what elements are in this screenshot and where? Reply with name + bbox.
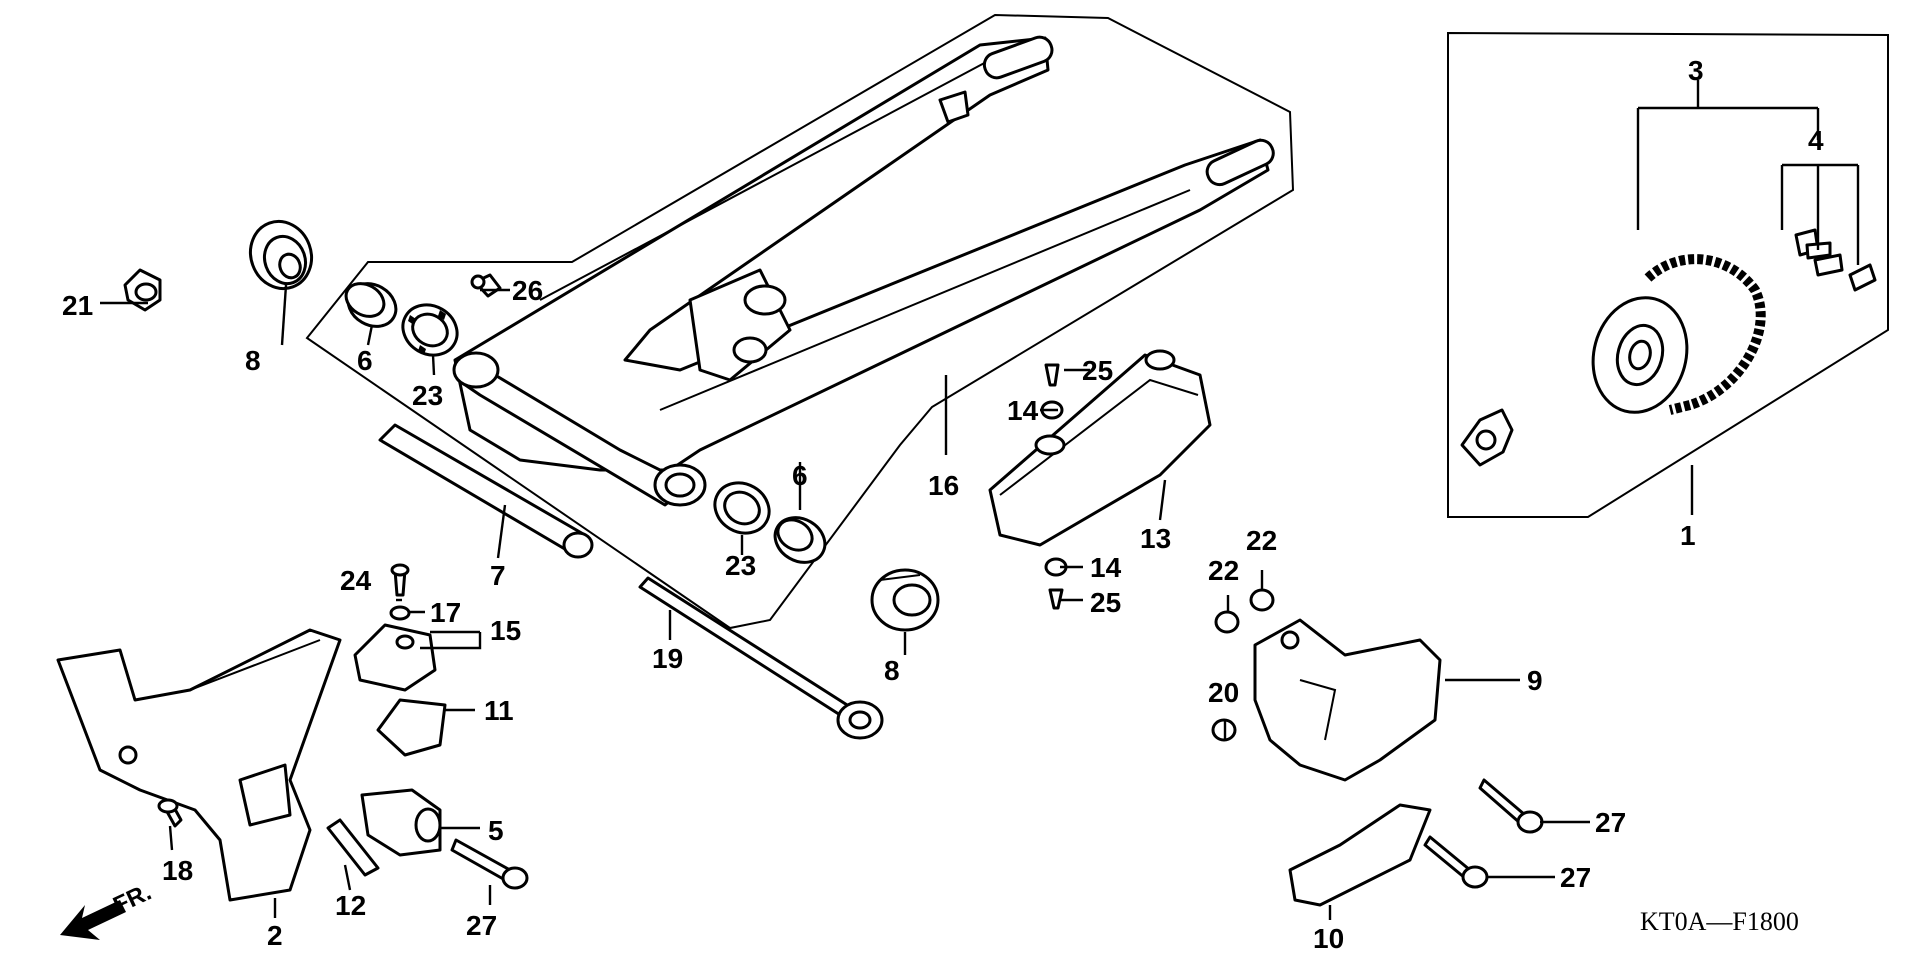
callout-12: 12 (335, 890, 366, 921)
swingarm[interactable] (452, 34, 1277, 507)
callout-14-upper: 14 (1007, 395, 1039, 426)
driven-sprocket[interactable] (1581, 287, 1700, 423)
front-arrow-icon (60, 900, 126, 940)
collar-pin[interactable] (326, 818, 380, 877)
leader-lines (100, 80, 1860, 920)
needle-bearing-lower[interactable] (706, 473, 778, 543)
pivot-bushing-lower[interactable] (767, 509, 833, 571)
side-cover[interactable] (56, 628, 342, 902)
holder-bolt[interactable] (450, 838, 529, 890)
callout-17: 17 (430, 597, 461, 628)
callout-24: 24 (340, 565, 372, 596)
cover-bolt[interactable] (157, 798, 183, 828)
guard-bolt-upper[interactable] (1478, 778, 1544, 834)
pivot-bushing-upper[interactable] (340, 275, 403, 335)
chain-guard[interactable] (1253, 618, 1442, 782)
guard-nut-middle[interactable] (1249, 588, 1275, 612)
callout-25-lower: 25 (1090, 587, 1121, 618)
callout-22-left: 22 (1208, 555, 1239, 586)
callout-18: 18 (162, 855, 193, 886)
diagram-code: KT0A—F1800 (1640, 907, 1799, 936)
drive-chain[interactable] (1644, 254, 1766, 415)
bracket-assembly[interactable] (353, 623, 437, 692)
bracket-bolt[interactable] (390, 563, 410, 597)
callout-6-lower: 6 (792, 460, 808, 491)
callout-23-upper: 23 (412, 380, 443, 411)
chain-holder[interactable] (360, 788, 442, 857)
callout-15: 15 (490, 615, 521, 646)
oil-seal-lower[interactable] (870, 568, 940, 632)
washer[interactable] (389, 605, 411, 621)
callout-22-right: 22 (1246, 525, 1277, 556)
callout-11: 11 (484, 695, 514, 726)
callout-5: 5 (488, 815, 504, 846)
guard-nut-upper[interactable] (1214, 610, 1240, 634)
master-link[interactable] (1794, 228, 1877, 292)
slider-screw-lower[interactable] (1048, 588, 1064, 610)
callout-8-upper: 8 (245, 345, 261, 376)
callout-13: 13 (1140, 523, 1171, 554)
drive-sprocket[interactable] (1460, 408, 1514, 467)
callout-19: 19 (652, 643, 683, 674)
pivot-collar[interactable] (378, 423, 594, 559)
callout-26: 26 (512, 275, 543, 306)
callout-20: 20 (1208, 677, 1239, 708)
pivot-cap[interactable] (123, 268, 162, 312)
callout-6-upper: 6 (357, 345, 373, 376)
callout-8-lower: 8 (884, 655, 900, 686)
callout-27-lower-left: 27 (466, 910, 497, 941)
callout-16: 16 (928, 470, 959, 501)
callout-4: 4 (1808, 125, 1824, 156)
callout-3: 3 (1688, 55, 1704, 86)
callout-7: 7 (490, 560, 506, 591)
rubber-block[interactable] (376, 698, 447, 757)
pivot-bolt[interactable] (638, 576, 884, 740)
callout-14-lower: 14 (1090, 552, 1122, 583)
guard-slider[interactable] (1288, 803, 1432, 907)
chain-slider[interactable] (988, 349, 1212, 547)
callout-27-lower-right: 27 (1560, 862, 1591, 893)
drive-chain-kit-outline (1447, 31, 1889, 518)
callout-23-lower: 23 (725, 550, 756, 581)
guard-bolt-lower[interactable] (1423, 835, 1489, 889)
grease-fitting[interactable] (470, 273, 502, 298)
callout-2: 2 (267, 920, 283, 951)
swingarm-group-outline (305, 13, 1295, 630)
slider-screw-upper[interactable] (1044, 363, 1060, 387)
callout-9: 9 (1527, 665, 1543, 696)
callout-10: 10 (1313, 923, 1344, 954)
callout-21: 21 (62, 290, 93, 321)
oil-seal-upper[interactable] (241, 213, 321, 297)
callouts: 1 2 3 4 5 6 6 7 8 8 9 10 11 12 13 14 14 … (62, 55, 1824, 954)
needle-bearing-upper[interactable] (394, 295, 466, 365)
callout-27-upper-right: 27 (1595, 807, 1626, 838)
callout-25-upper: 25 (1082, 355, 1113, 386)
callout-1: 1 (1680, 520, 1696, 551)
